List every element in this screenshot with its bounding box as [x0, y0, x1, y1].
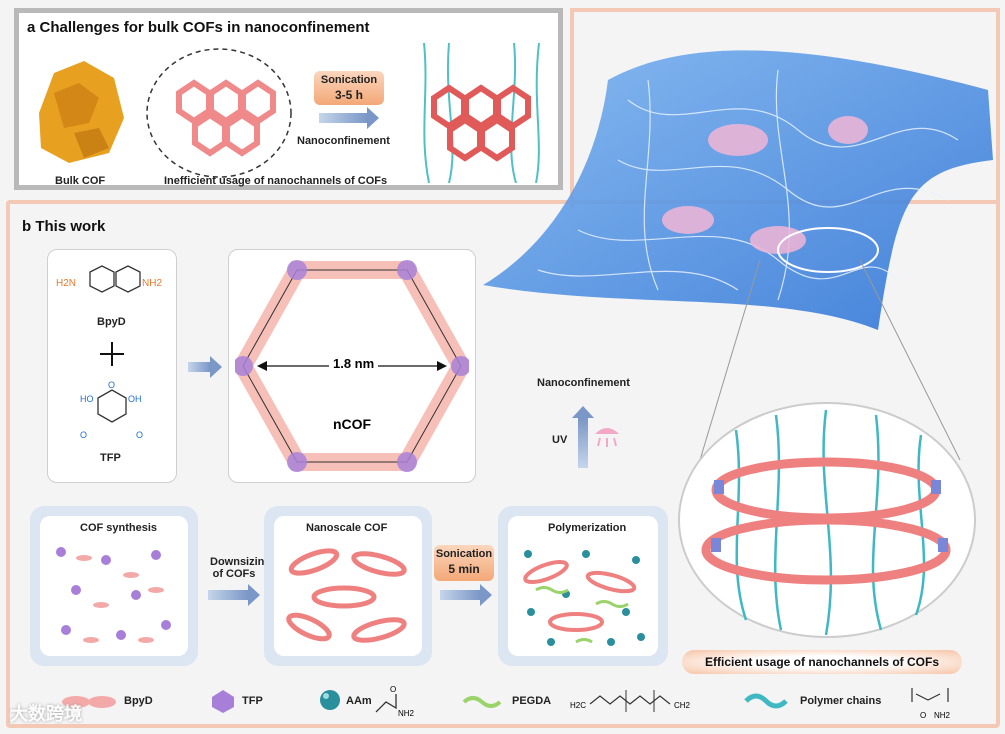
panel-b-title: b This work	[22, 218, 106, 235]
polymer-structure: O NH2	[911, 688, 951, 720]
tfp-structure: HO OH O O O	[80, 380, 143, 440]
sonication-pill-b: Sonication 5 min	[434, 545, 494, 581]
tfp-label: TFP	[100, 452, 121, 464]
sonication-label-a: Sonication	[320, 74, 378, 86]
arrow-a	[319, 107, 379, 129]
ncof-label: nCOF	[333, 416, 372, 432]
legend: BpyD TFP AAm O NH2 PEGDA H2C CH2 Polymer…	[0, 684, 1005, 724]
legend-tfp: TFP	[242, 695, 263, 707]
bulk-cof-label: Bulk COF	[55, 175, 106, 187]
stage2-label: Nanoscale COF	[306, 522, 388, 534]
svg-text:O: O	[920, 711, 926, 720]
monomers-box: H2N NH2 BpyD HO OH O O O TFP	[47, 249, 177, 483]
right-frame	[570, 8, 1000, 208]
arrow-monomers	[188, 356, 222, 378]
efficient-label: Efficient usage of nanochannels of COFs	[704, 655, 940, 669]
plus-icon	[100, 342, 124, 366]
svg-text:O: O	[390, 685, 396, 694]
legend-bpyd: BpyD	[124, 695, 153, 707]
legend-aam: AAm	[346, 695, 372, 707]
svg-text:NH2: NH2	[398, 709, 415, 718]
nanoconfinement-label-b: Nanoconfinement	[537, 377, 630, 389]
watermark: 大数跨境	[10, 704, 82, 724]
panel-a-title: a Challenges for bulk COFs in nanoconfin…	[27, 19, 370, 36]
bulk-cof-image	[39, 61, 124, 163]
pegda-structure: H2C CH2	[570, 690, 691, 712]
svg-text:O: O	[136, 430, 143, 440]
svg-text:CH2: CH2	[674, 701, 691, 710]
bulk-cof-zoom-circle	[146, 48, 292, 178]
stage-nanoscale-cof: Nanoscale COF	[264, 506, 432, 666]
sonication-label-b: Sonication	[435, 548, 493, 560]
hydrogel-film	[483, 50, 993, 330]
arrow-sonication	[440, 584, 492, 606]
pore-size-label: 1.8 nm	[329, 356, 379, 371]
svg-text:HO: HO	[80, 394, 94, 404]
downsizing-label: Downsizing of COFs	[210, 556, 272, 580]
stage1-label: COF synthesis	[80, 522, 158, 534]
uv-arrow	[572, 406, 594, 468]
panel-a: a Challenges for bulk COFs in nanoconfin…	[14, 8, 563, 190]
bpyd-structure: H2N NH2	[56, 265, 162, 293]
bpyd-label: BpyD	[97, 316, 126, 328]
legend-pegda: PEGDA	[512, 695, 552, 707]
uv-label: UV	[552, 434, 568, 446]
stage3-mixture	[523, 550, 645, 646]
svg-text:NH2: NH2	[934, 711, 951, 720]
svg-text:O: O	[80, 430, 87, 440]
stage-polymerization: Polymerization	[498, 506, 668, 666]
svg-text:O: O	[108, 380, 115, 390]
confined-cof-image	[423, 43, 540, 183]
polymer-chain-legend-icon	[744, 693, 788, 709]
panel-b	[6, 200, 1000, 728]
svg-text:H2N: H2N	[56, 278, 76, 289]
zoom-lines	[699, 259, 961, 461]
sonication-time-a: 3-5 h	[334, 88, 363, 102]
arrow-downsizing	[208, 584, 260, 606]
sonication-pill-a: Sonication 3-5 h	[314, 71, 384, 105]
ncof-box: 1.8 nm nCOF	[228, 249, 476, 483]
aam-legend-icon	[320, 690, 340, 710]
svg-text:OH: OH	[128, 394, 142, 404]
svg-text:NH2: NH2	[142, 278, 162, 289]
legend-polymer: Polymer chains	[800, 695, 882, 707]
inefficient-label: Inefficient usage of nanochannels of COF…	[164, 175, 388, 187]
tfp-legend-icon	[212, 690, 234, 713]
ncof-hexagon	[235, 260, 469, 472]
stage1-mixture	[56, 547, 171, 643]
magnified-network	[678, 402, 976, 638]
svg-text:H2C: H2C	[570, 701, 586, 710]
nanoconfinement-label-a: Nanoconfinement	[297, 135, 390, 147]
efficient-pill: Efficient usage of nanochannels of COFs	[682, 650, 962, 674]
pegda-legend-icon	[462, 696, 502, 708]
aam-structure: O NH2	[375, 685, 415, 718]
uv-lamp-icon	[595, 428, 619, 447]
stage-cof-synthesis: COF synthesis	[30, 506, 198, 666]
bpyd-legend-icon	[62, 696, 116, 708]
stage3-label: Polymerization	[548, 522, 627, 534]
stage2-nanosheets	[286, 548, 407, 643]
sonication-time-b: 5 min	[448, 562, 480, 576]
